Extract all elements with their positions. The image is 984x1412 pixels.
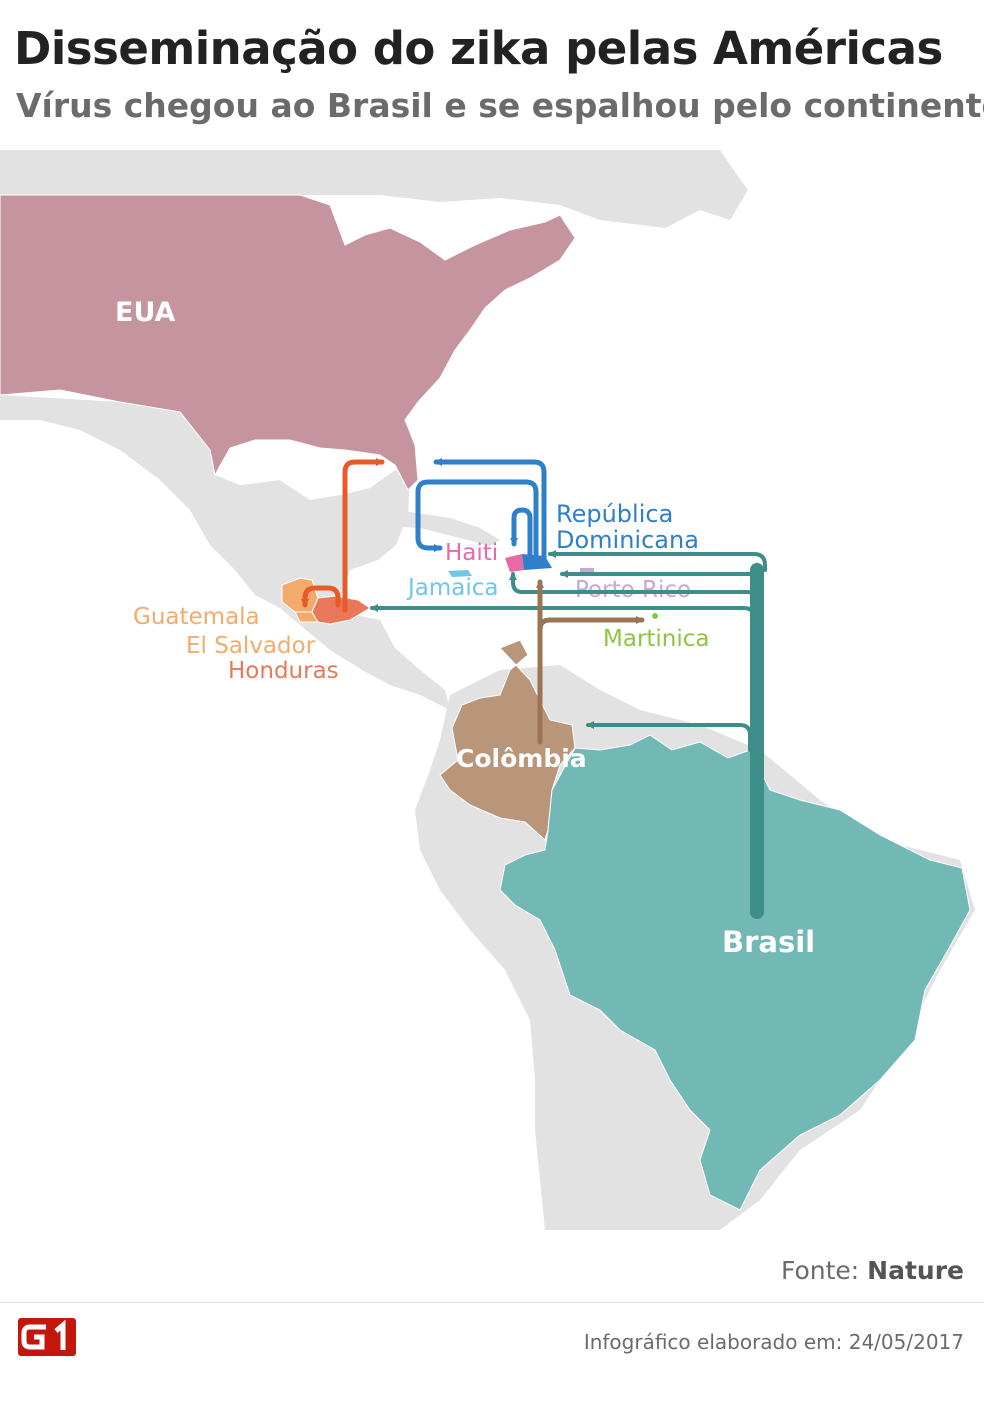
martinique-shape [652, 613, 658, 619]
label-martinica: Martinica [603, 626, 710, 652]
label-brasil: Brasil [722, 925, 815, 959]
source-name: Nature [867, 1256, 964, 1285]
label-el-salvador: El Salvador [186, 633, 316, 659]
colombia-spread-arrows [536, 579, 645, 745]
arrow-republica-dominicana-to-jamaica [415, 479, 539, 563]
brazil-spread-arrows [370, 550, 767, 919]
puerto-rico-shape [580, 568, 594, 573]
label-eua: EUA [115, 297, 176, 328]
label-republica-dominicana-line2: Dominicana [556, 526, 699, 554]
arrow-republica-dominicana-to-eua [433, 458, 547, 563]
label-jamaica: Jamaica [406, 575, 499, 601]
arrow-honduras-to-guatemala [301, 585, 341, 608]
source-label: Fonte: [780, 1256, 860, 1285]
g1-logo: G1 [18, 1318, 76, 1356]
label-honduras: Honduras [228, 658, 339, 684]
footer-divider [0, 1302, 984, 1303]
source-credit: Fonte: Nature [781, 1256, 964, 1285]
arrow-brasil-to-haiti [509, 572, 759, 612]
arrow-brasil-to-colombia [586, 721, 752, 752]
arrow-brasil-to-honduras [370, 604, 756, 622]
arrow-republica-dominicana-to-haiti [510, 507, 533, 563]
canada-landmass [0, 150, 748, 228]
americas-map: EUA República Dominicana Haiti Jamaica P… [0, 150, 975, 1230]
label-republica-dominicana-line1: República [556, 500, 673, 528]
label-guatemala: Guatemala [133, 604, 260, 630]
infographic-subtitle: Vírus chegou ao Brasil e se espalhou pel… [16, 86, 984, 125]
label-haiti: Haiti [445, 540, 498, 566]
haiti-shape [505, 554, 524, 572]
arrow-brasil-to-porto-rico [560, 570, 762, 592]
dominican-republic-spread-arrows [415, 458, 547, 563]
arrow-brasil-to-republica-dominicana [548, 550, 767, 572]
jamaica-shape [448, 570, 472, 577]
brazil-shape [499, 734, 971, 1211]
infographic-title: Disseminação do zika pelas Américas [14, 22, 943, 75]
mexico-central-america-landmass [0, 395, 450, 710]
honduras-spread-arrows [301, 458, 385, 613]
colombia-shape [439, 639, 576, 841]
arrow-colombia-to-martinica [537, 616, 645, 633]
cuba-island [375, 512, 500, 546]
label-colombia: Colômbia [456, 744, 587, 773]
arrow-honduras-to-eua [342, 458, 385, 613]
infographic-date-credit: Infográfico elaborado em: 24/05/2017 [583, 1330, 964, 1354]
gulf-of-mexico [215, 440, 395, 500]
